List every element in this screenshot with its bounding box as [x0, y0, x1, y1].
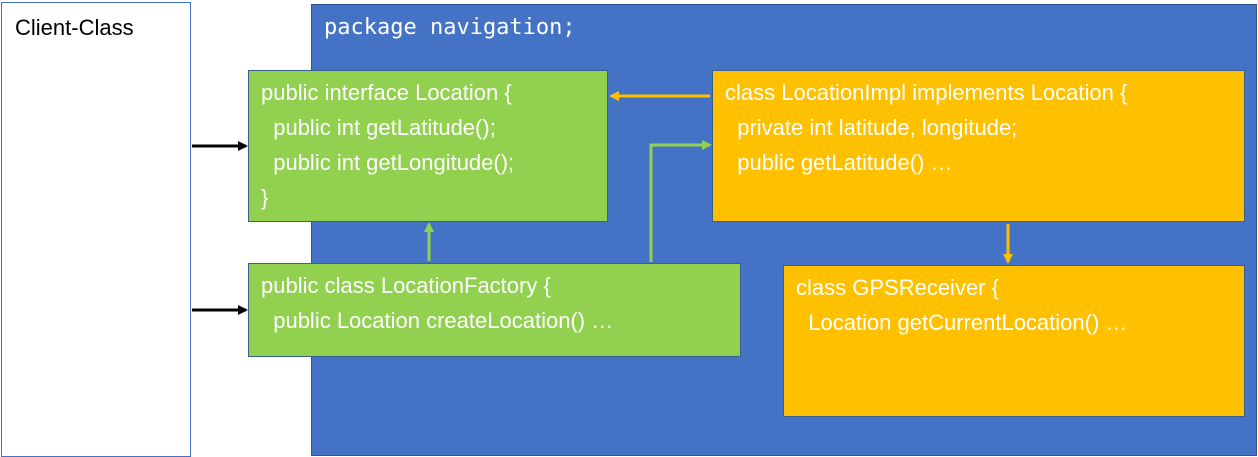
- location-interface-box: public interface Location { public int g…: [248, 70, 608, 222]
- code-line: public interface Location {: [261, 80, 512, 105]
- code-line: public int getLatitude();: [261, 115, 496, 140]
- code-line: public Location createLocation() …: [261, 308, 614, 333]
- client-class-box: Client-Class: [1, 2, 191, 457]
- gps-receiver-box: class GPSReceiver { Location getCurrentL…: [783, 265, 1245, 417]
- location-factory-box: public class LocationFactory { public Lo…: [248, 263, 741, 357]
- code-line: }: [261, 185, 269, 210]
- code-line: public getLatitude() …: [725, 150, 953, 175]
- package-title: package navigation;: [324, 15, 576, 40]
- code-line: public class LocationFactory {: [261, 273, 551, 298]
- code-line: private int latitude, longitude;: [725, 115, 1018, 140]
- code-line: public int getLongitude();: [261, 150, 515, 175]
- code-line: class LocationImpl implements Location {: [725, 80, 1128, 105]
- client-class-label: Client-Class: [15, 15, 134, 40]
- factory-to-impl-arrow: [649, 140, 712, 262]
- location-impl-box: class LocationImpl implements Location {…: [712, 70, 1245, 222]
- code-line: class GPSReceiver {: [796, 275, 999, 300]
- code-line: Location getCurrentLocation() …: [796, 310, 1128, 335]
